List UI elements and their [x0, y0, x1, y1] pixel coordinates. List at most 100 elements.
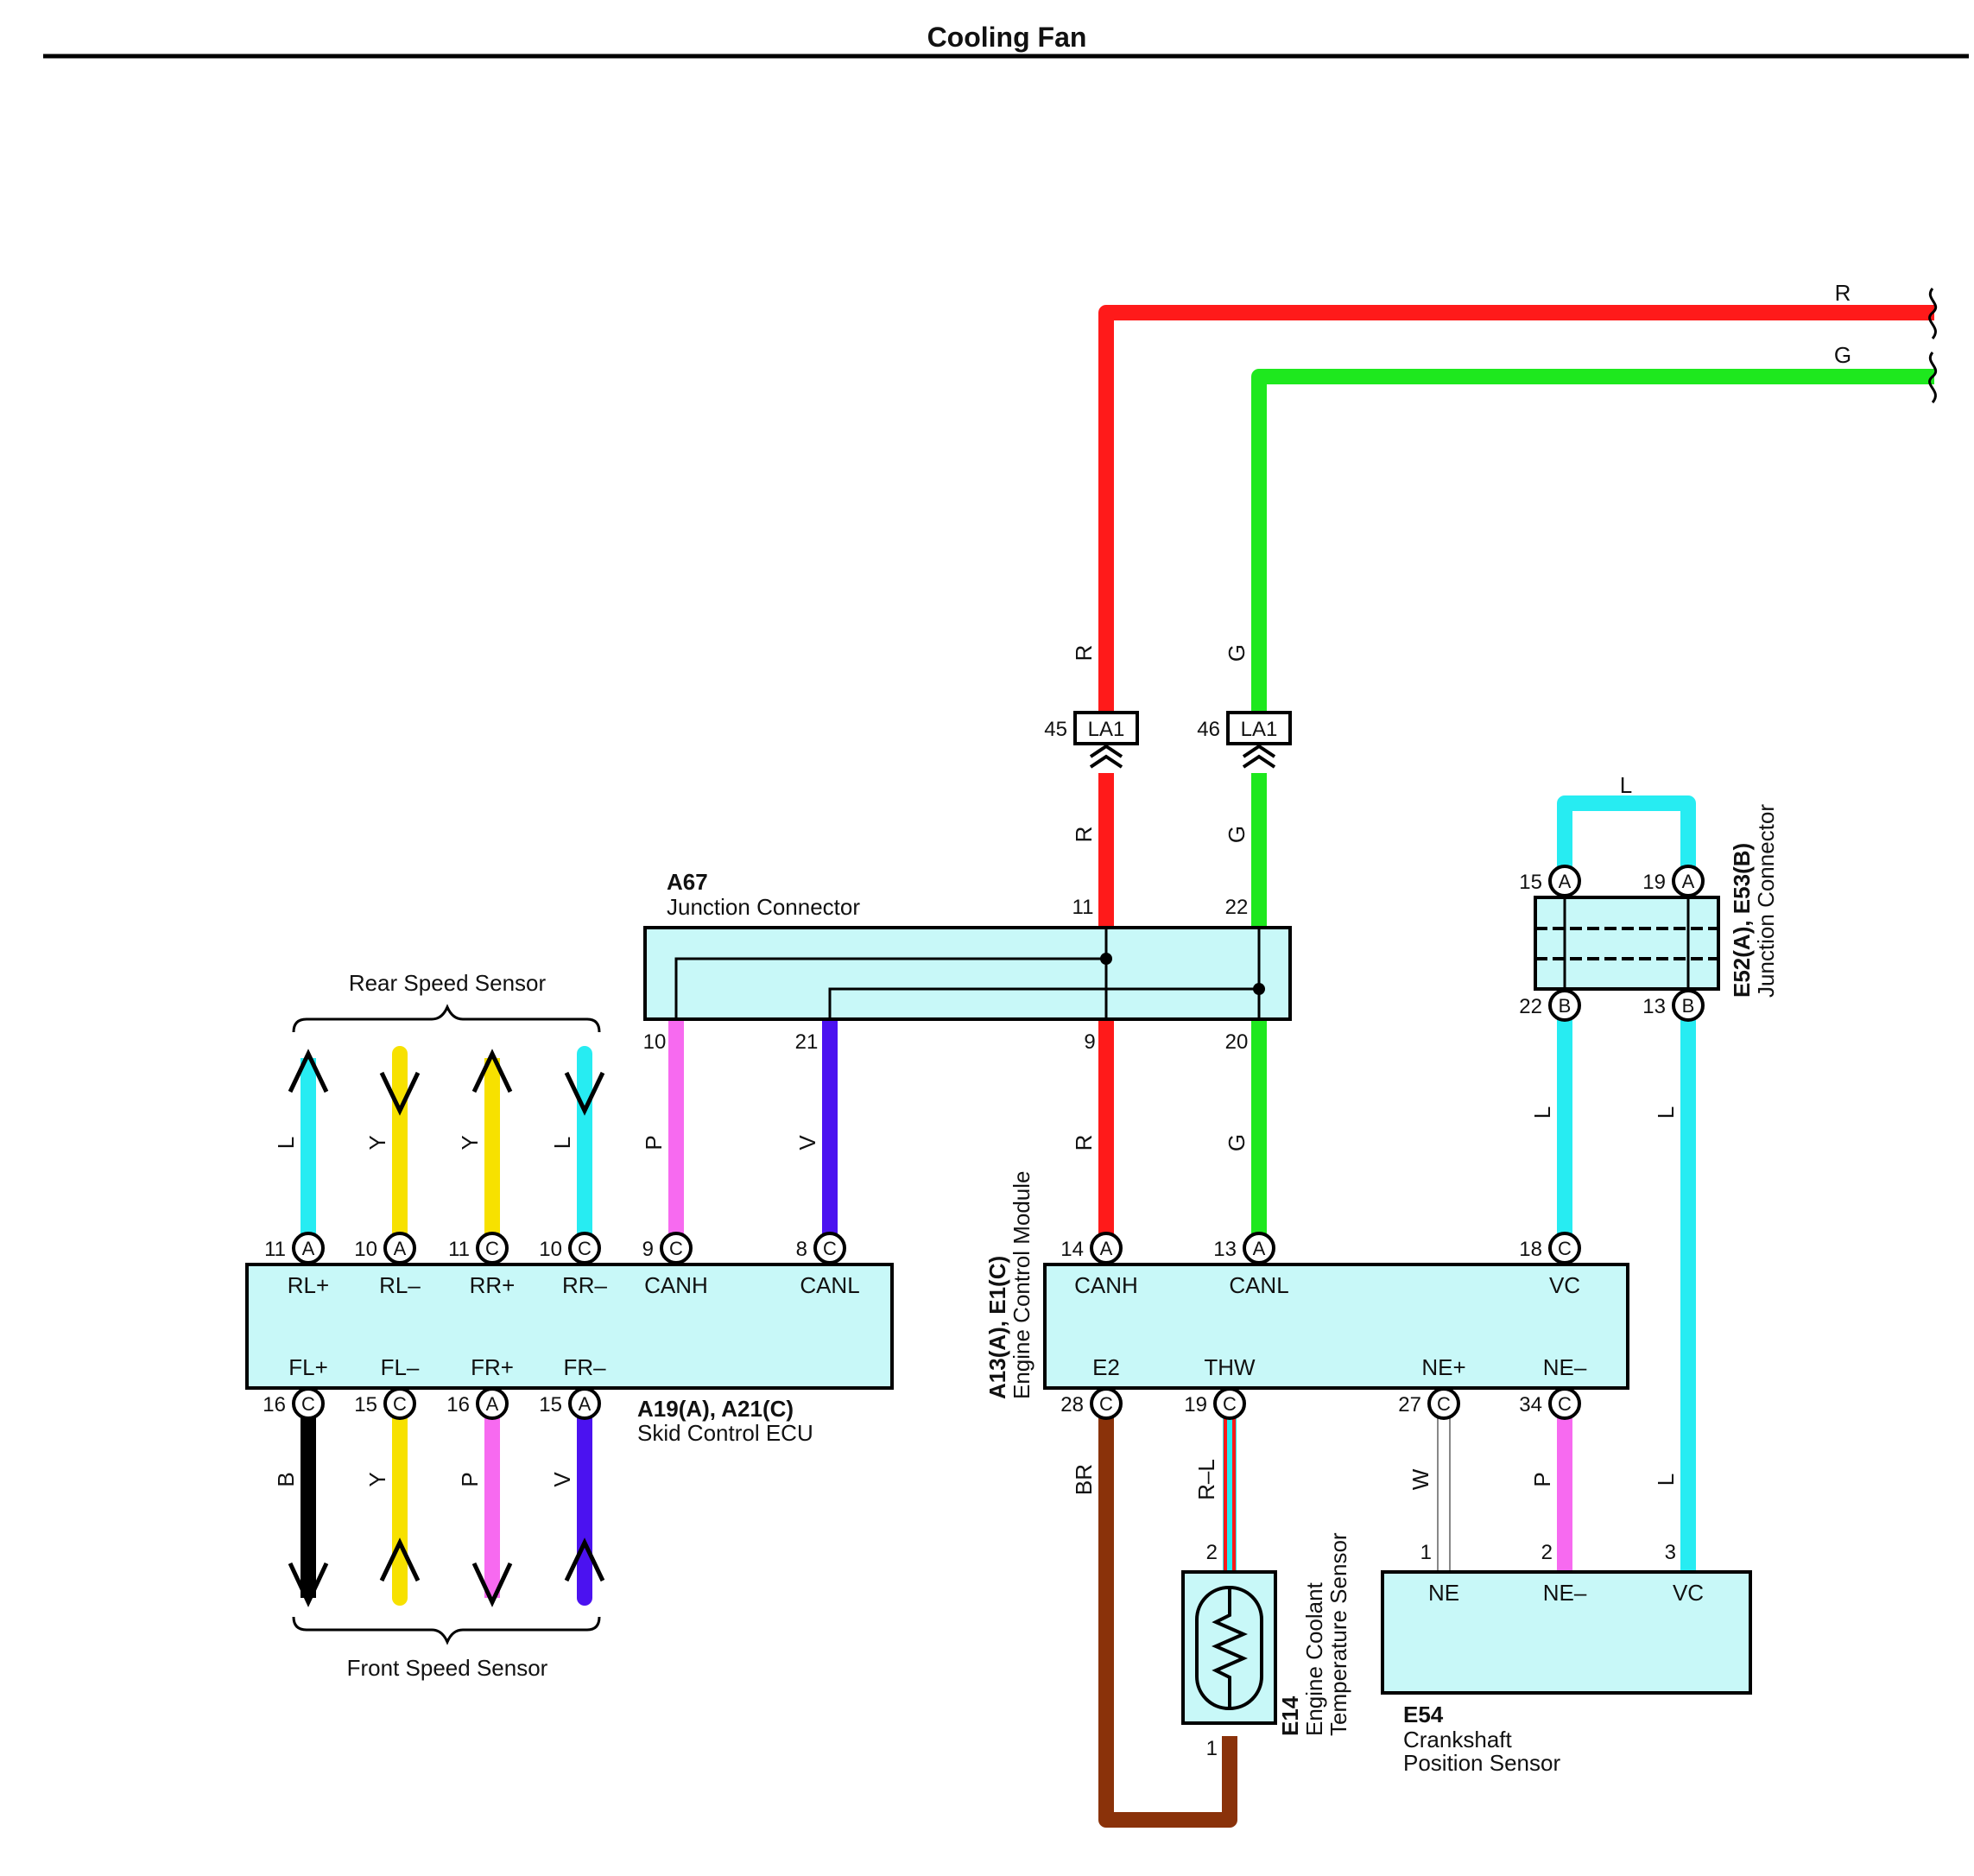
- wire-label-rl-plus: L: [273, 1137, 299, 1149]
- wire-r-top: [1098, 305, 1934, 720]
- skid-term-rr-minus: RR–: [562, 1272, 608, 1298]
- skid-pin-fr-plus: FR+ A 16: [446, 1354, 514, 1420]
- skid-pin-fr-plus-num: 16: [446, 1393, 470, 1417]
- e14-pin-1: 1: [1206, 1737, 1218, 1760]
- skid-pin-fr-minus: FR– A 15: [539, 1354, 606, 1420]
- ecm-term-vc: VC: [1549, 1272, 1580, 1298]
- wire-label-fr-minus: V: [549, 1472, 575, 1487]
- arrow-fl-minus: [379, 1537, 421, 1582]
- a67-name: Junction Connector: [667, 894, 860, 920]
- wire-label-l-loop: L: [1620, 772, 1632, 798]
- ecm-pin-canh-num: 14: [1060, 1238, 1084, 1261]
- ecm-pin-ne-minus-num: 34: [1519, 1393, 1542, 1417]
- skid-pin-fl-minus-num: 15: [354, 1393, 377, 1417]
- a67-junction-connector: [643, 926, 1292, 1021]
- skid-pin-rr-minus: C 10 RR–: [539, 1232, 608, 1298]
- a67-id: A67: [667, 869, 708, 895]
- a67-pin-11: 11: [1072, 896, 1094, 919]
- e14-name-line2: Temperature Sensor: [1325, 1532, 1351, 1736]
- ecm-term-thw: THW: [1204, 1354, 1256, 1380]
- skid-pin-canl: C 8 CANL: [796, 1232, 860, 1298]
- e54-term-vc: VC: [1673, 1580, 1704, 1606]
- arrow-rr-minus: [564, 1071, 605, 1116]
- wire-label-g-upper: G: [1224, 644, 1250, 662]
- e52-pin-13-num: 13: [1642, 995, 1666, 1018]
- a67-pin-22: 22: [1225, 896, 1249, 919]
- skid-term-rl-plus: RL+: [288, 1272, 329, 1298]
- wire-break-g: [1928, 352, 1938, 403]
- arrow-rr-plus: [471, 1049, 513, 1093]
- a67-pin-21: 21: [795, 1030, 819, 1054]
- wire-label-l-e54: L: [1653, 1474, 1679, 1486]
- e52-pin-15: A 15: [1519, 865, 1581, 897]
- wire-label-g-top: G: [1834, 342, 1851, 368]
- e54-sensor-box: [1381, 1570, 1752, 1695]
- ecm-pin-canl: A 13 CANL: [1213, 1232, 1289, 1298]
- skid-pin-rl-plus: A 11 RL+: [264, 1232, 329, 1298]
- e54-name-line1: Crankshaft: [1403, 1727, 1512, 1752]
- skid-ecu-id: A19(A), A21(C): [637, 1396, 794, 1422]
- ecm-pin-vc-num: 18: [1519, 1238, 1542, 1261]
- e52-pin-15-conn: A: [1559, 871, 1572, 892]
- e54-pin-1: 1: [1420, 1541, 1432, 1564]
- ecm-pin-thw: THW C 19: [1184, 1354, 1256, 1420]
- wire-label-w: W: [1408, 1468, 1433, 1490]
- skid-term-fl-minus: FL–: [381, 1354, 420, 1380]
- ecm-pin-e2: E2 C 28: [1060, 1354, 1123, 1420]
- e52-pin-22-conn: B: [1559, 995, 1572, 1017]
- la1-connector-r: LA1 45: [1044, 711, 1139, 769]
- arrow-fr-plus: [471, 1562, 513, 1607]
- skid-pin-canh-conn: C: [669, 1238, 683, 1259]
- ecm-pin-e2-conn: C: [1099, 1393, 1113, 1415]
- wire-label-r-lower: R: [1071, 827, 1097, 843]
- ecm-pin-canh-conn: A: [1100, 1238, 1113, 1259]
- e52-pin-19-num: 19: [1642, 871, 1666, 894]
- skid-pin-fl-minus: FL– C 15: [354, 1354, 420, 1420]
- ecm-pin-canl-num: 13: [1213, 1238, 1237, 1261]
- ecm-pin-vc-conn: C: [1558, 1238, 1572, 1259]
- ecm-term-e2: E2: [1092, 1354, 1120, 1380]
- ecm-term-ne-minus: NE–: [1543, 1354, 1587, 1380]
- skid-pin-fl-minus-conn: C: [393, 1393, 407, 1415]
- page-title: Cooling Fan: [927, 22, 1087, 53]
- skid-pin-fl-plus-num: 16: [263, 1393, 286, 1417]
- wire-label-fl-plus: B: [273, 1472, 299, 1486]
- la1-code-g: LA1: [1241, 718, 1278, 741]
- ecm-pin-canh: A 14 CANH: [1060, 1232, 1138, 1298]
- wire-label-r-top: R: [1835, 280, 1851, 306]
- wire-label-fl-minus: Y: [364, 1472, 390, 1486]
- e14-pin-2: 2: [1206, 1541, 1218, 1564]
- ecm-pin-e2-num: 28: [1060, 1393, 1084, 1417]
- wire-label-v-can: V: [794, 1135, 820, 1150]
- wire-label-r-upper: R: [1071, 645, 1097, 662]
- e52-pin-22-num: 22: [1519, 995, 1542, 1018]
- wire-label-g-ecm: G: [1224, 1134, 1250, 1151]
- arrow-rl-minus: [379, 1071, 421, 1116]
- a67-pin-10: 10: [643, 1030, 667, 1054]
- a67-pin-20: 20: [1225, 1030, 1249, 1054]
- e52-name: Junction Connector: [1753, 804, 1779, 998]
- skid-pin-fl-plus: FL+ C 16: [263, 1354, 328, 1420]
- skid-pin-rl-plus-conn: A: [302, 1238, 315, 1259]
- skid-pin-rl-plus-num: 11: [264, 1238, 286, 1261]
- engine-control-module-box: [1043, 1263, 1629, 1390]
- e52-pin-13-conn: B: [1682, 995, 1695, 1017]
- skid-pin-fr-plus-conn: A: [486, 1393, 499, 1415]
- skid-pin-fr-minus-num: 15: [539, 1393, 562, 1417]
- skid-pin-fl-plus-conn: C: [301, 1393, 315, 1415]
- wire-break-r: [1928, 288, 1938, 339]
- e54-name-line2: Position Sensor: [1403, 1750, 1560, 1776]
- wire-label-g-lower: G: [1224, 826, 1250, 843]
- wire-label-fr-plus: P: [457, 1472, 483, 1486]
- resistor-zigzag-icon: [1212, 1588, 1248, 1708]
- la1-code-r: LA1: [1088, 718, 1125, 741]
- e54-term-ne-minus: NE–: [1543, 1580, 1587, 1606]
- skid-pin-fr-minus-conn: A: [579, 1393, 592, 1415]
- wire-label-r-ecm: R: [1071, 1135, 1097, 1151]
- skid-term-canh: CANH: [644, 1272, 708, 1298]
- wire-g-top: [1251, 369, 1934, 720]
- wire-label-rr-plus: Y: [457, 1135, 483, 1150]
- e14-id: E14: [1277, 1695, 1303, 1736]
- ecm-pin-ne-plus-num: 27: [1398, 1393, 1421, 1417]
- wire-label-l-e52-right: L: [1653, 1106, 1679, 1119]
